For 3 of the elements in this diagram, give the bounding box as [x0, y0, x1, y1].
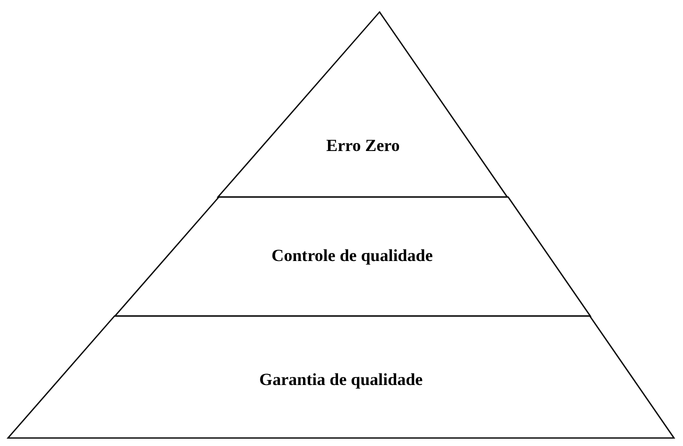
band-label: Garantia de qualidade [259, 370, 423, 389]
band-label: Erro Zero [326, 136, 400, 155]
band-label: Controle de qualidade [272, 246, 433, 265]
